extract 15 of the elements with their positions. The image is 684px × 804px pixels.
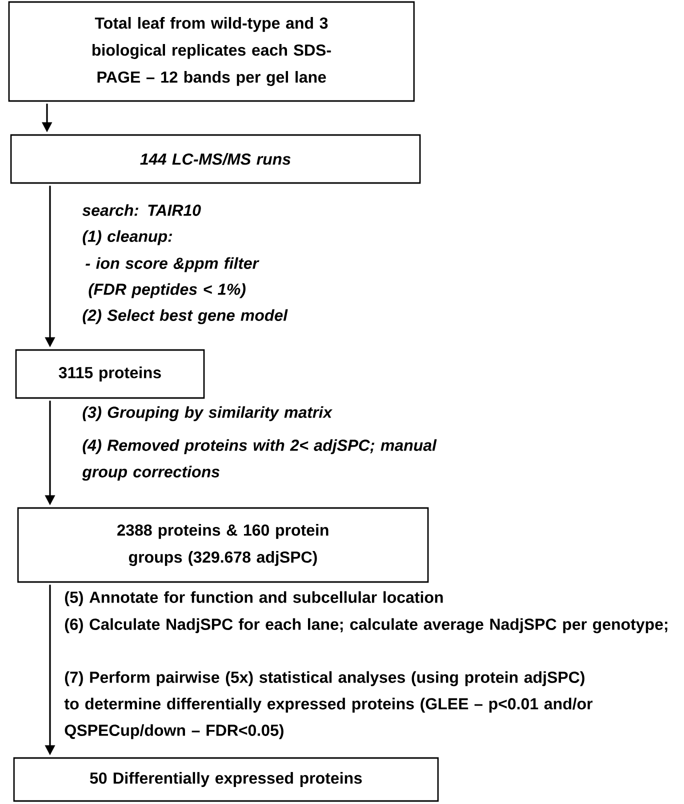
step-text: (1) cleanup:: [82, 230, 172, 246]
step-text: (3) Grouping by similarity matrix: [82, 406, 333, 422]
process-box: 2388 proteins & 160 protein groups (329.678 adjSPC): [17, 507, 429, 583]
process-box: Total leaf from wild-type and 3 biological replicates each SDS-PAGE – 12 bands per gel lane: [8, 1, 415, 102]
step-text: (2) Select best gene model: [82, 309, 288, 324]
step-text: (6) Calculate NadjSPC for each lane; calculate average NadjSPC per genotype;: [65, 618, 668, 634]
process-box: 3115 proteins: [15, 349, 205, 399]
step-text: (4) Removed proteins with 2< adjSPC; manual group corrections: [82, 439, 437, 481]
step-text: - ion score &ppm filter: [86, 257, 260, 272]
step-text: (FDR peptides < 1%): [88, 283, 246, 298]
step-text: search: TAIR10: [82, 204, 201, 216]
process-box: 144 LC-MS/MS runs: [10, 134, 421, 184]
step-text: (7) Perform pairwise (5x) statistical analyses (using protein adjSPC) to determine differentially expressed proteins (GLEE – p<0.01 and/or QSPECup/down – FDR<0.05): [64, 671, 593, 740]
step-text: (5) Annotate for function and subcellular location: [65, 591, 443, 606]
process-box: 50 Differentially expressed proteins: [13, 757, 439, 802]
